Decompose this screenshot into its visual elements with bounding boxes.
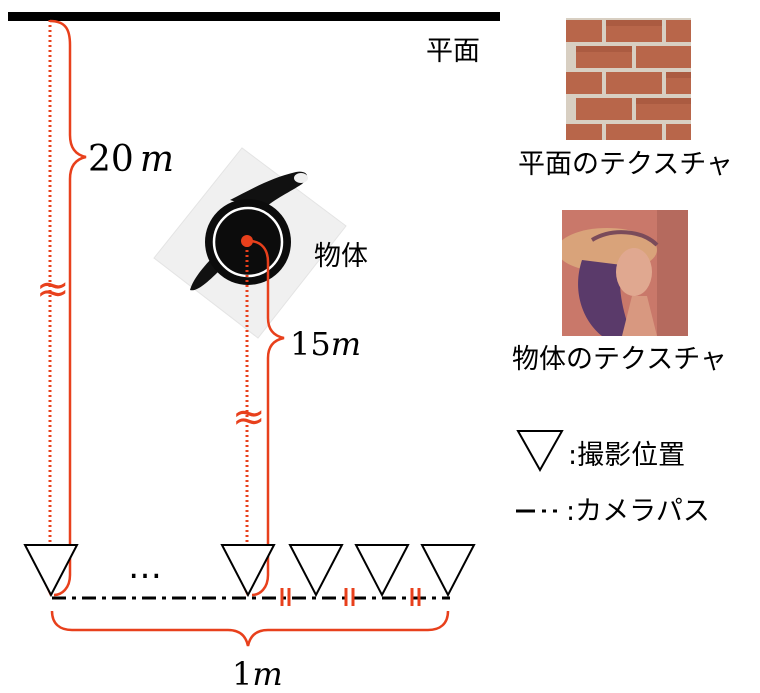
camera-ellipsis: … — [128, 547, 162, 587]
object-label: 物体 — [314, 241, 368, 272]
camera-position-icon — [354, 544, 410, 598]
object-center-dot — [241, 235, 253, 247]
object-distance-break-mark: ≈ — [232, 394, 266, 440]
object-teapot-image — [153, 147, 347, 339]
legend-path-label: :カメラパス — [566, 496, 710, 527]
camera-position-icon — [420, 544, 476, 598]
plane-texture-label: 平面のテクスチャ — [518, 149, 733, 180]
object-distance-label: 15m — [290, 325, 361, 363]
spacing-tick-marks — [280, 588, 421, 606]
object-texture-image — [562, 210, 688, 336]
plane-distance-break-mark: ≈ — [36, 266, 70, 312]
object-distance-brace — [248, 239, 285, 597]
plane-distance-brace — [49, 19, 87, 597]
plane-texture-image — [566, 18, 691, 140]
camera-position-icon — [220, 544, 276, 598]
camera-position-icon — [23, 544, 79, 598]
legend-camera-icon — [516, 430, 564, 473]
plane-bar — [8, 12, 500, 21]
object-texture-label: 物体のテクスチャ — [512, 344, 727, 375]
plane-label: 平面 — [426, 36, 480, 67]
camera-position-icon — [288, 544, 344, 598]
baseline-distance-label: 1m — [232, 655, 283, 693]
legend-camera-label: :撮影位置 — [568, 440, 685, 471]
baseline-brace — [50, 610, 450, 647]
